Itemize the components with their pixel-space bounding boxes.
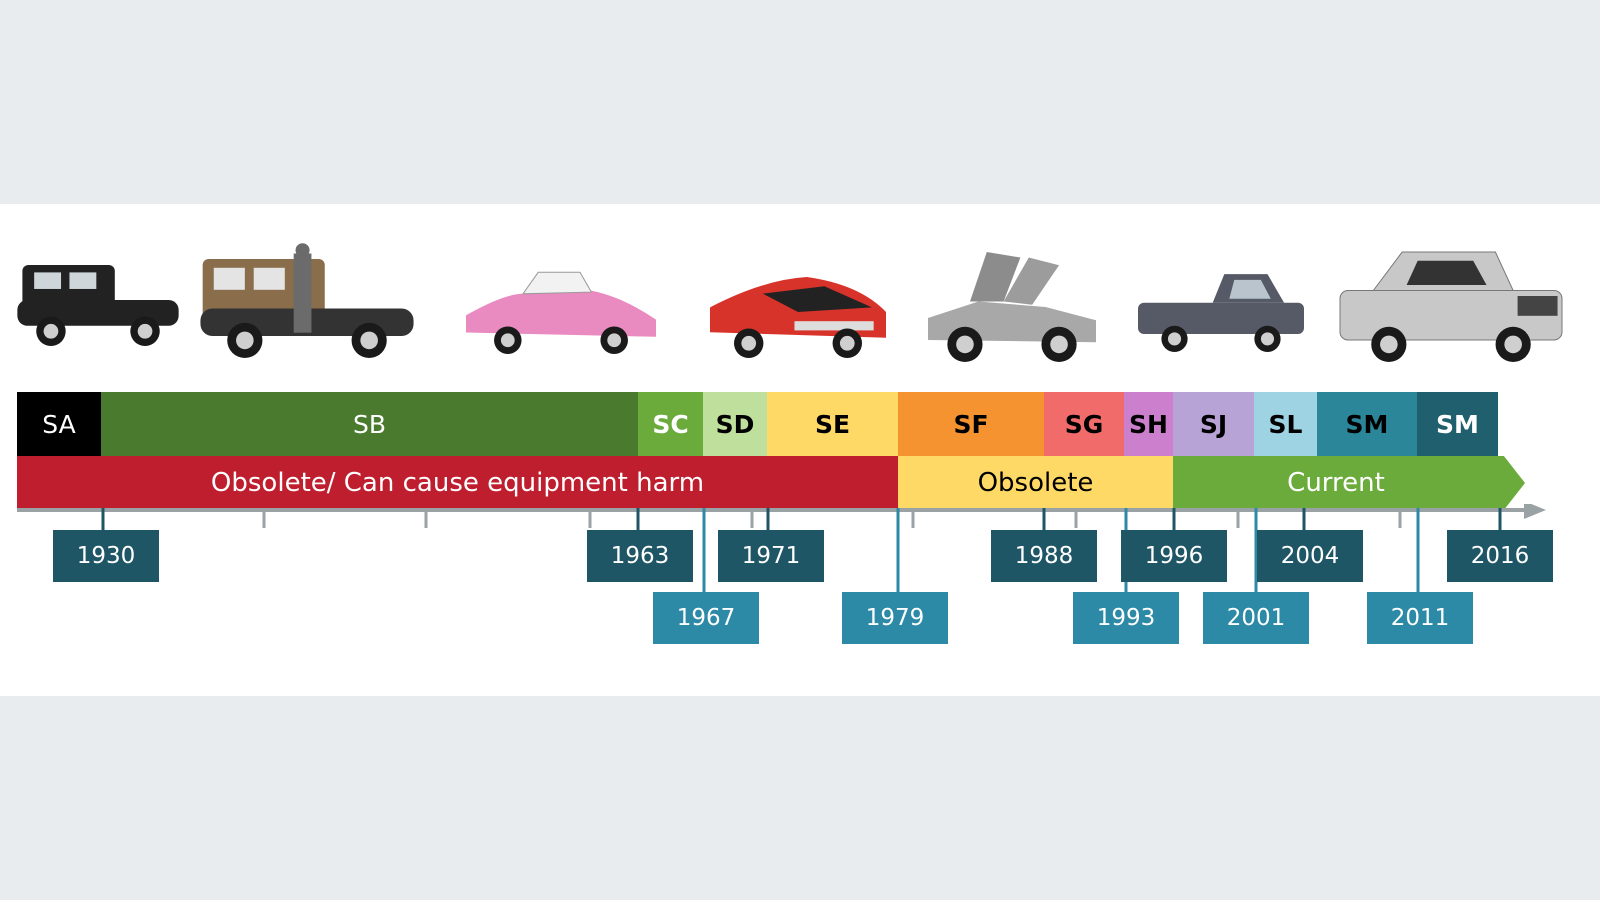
segment-sm: SM — [1317, 392, 1417, 456]
year-1979: 1979 — [842, 592, 948, 644]
segment-sf: SF — [898, 392, 1044, 456]
red-muscle-car-icon — [710, 277, 886, 358]
segment-sb: SB — [101, 392, 638, 456]
segment-sc: SC — [638, 392, 703, 456]
pickup-truck-icon — [1138, 274, 1304, 352]
segment-sg: SG — [1044, 392, 1124, 456]
segment-sl: SL — [1254, 392, 1317, 456]
segment-sm-2: SM — [1417, 392, 1498, 456]
year-1971: 1971 — [718, 530, 824, 582]
raptor-truck-icon — [1339, 251, 1563, 362]
year-2004: 2004 — [1257, 530, 1363, 582]
segment-sd: SD — [703, 392, 767, 456]
status-current: Current — [1173, 456, 1525, 510]
year-1993: 1993 — [1073, 592, 1179, 644]
year-2011: 2011 — [1367, 592, 1473, 644]
status-obsolete-harm: Obsolete/ Can cause equipment harm — [17, 456, 898, 510]
year-1996: 1996 — [1121, 530, 1227, 582]
delorean-icon — [928, 252, 1096, 362]
vintage-sedan-icon — [17, 265, 179, 346]
segment-sj: SJ — [1173, 392, 1254, 456]
segment-sh: SH — [1124, 392, 1173, 456]
pink-cadillac-icon — [466, 271, 656, 354]
year-1963: 1963 — [587, 530, 693, 582]
year-1967: 1967 — [653, 592, 759, 644]
woodie-wagon-icon — [200, 243, 414, 358]
status-obsolete: Obsolete — [898, 456, 1173, 510]
year-2016: 2016 — [1447, 530, 1553, 582]
year-1988: 1988 — [991, 530, 1097, 582]
year-2001: 2001 — [1203, 592, 1309, 644]
year-1930: 1930 — [53, 530, 159, 582]
segment-sa: SA — [17, 392, 101, 456]
axis-arrow — [1524, 504, 1546, 519]
year-axis — [17, 504, 1546, 592]
car-illustrations — [17, 243, 1563, 362]
segment-se: SE — [767, 392, 898, 456]
